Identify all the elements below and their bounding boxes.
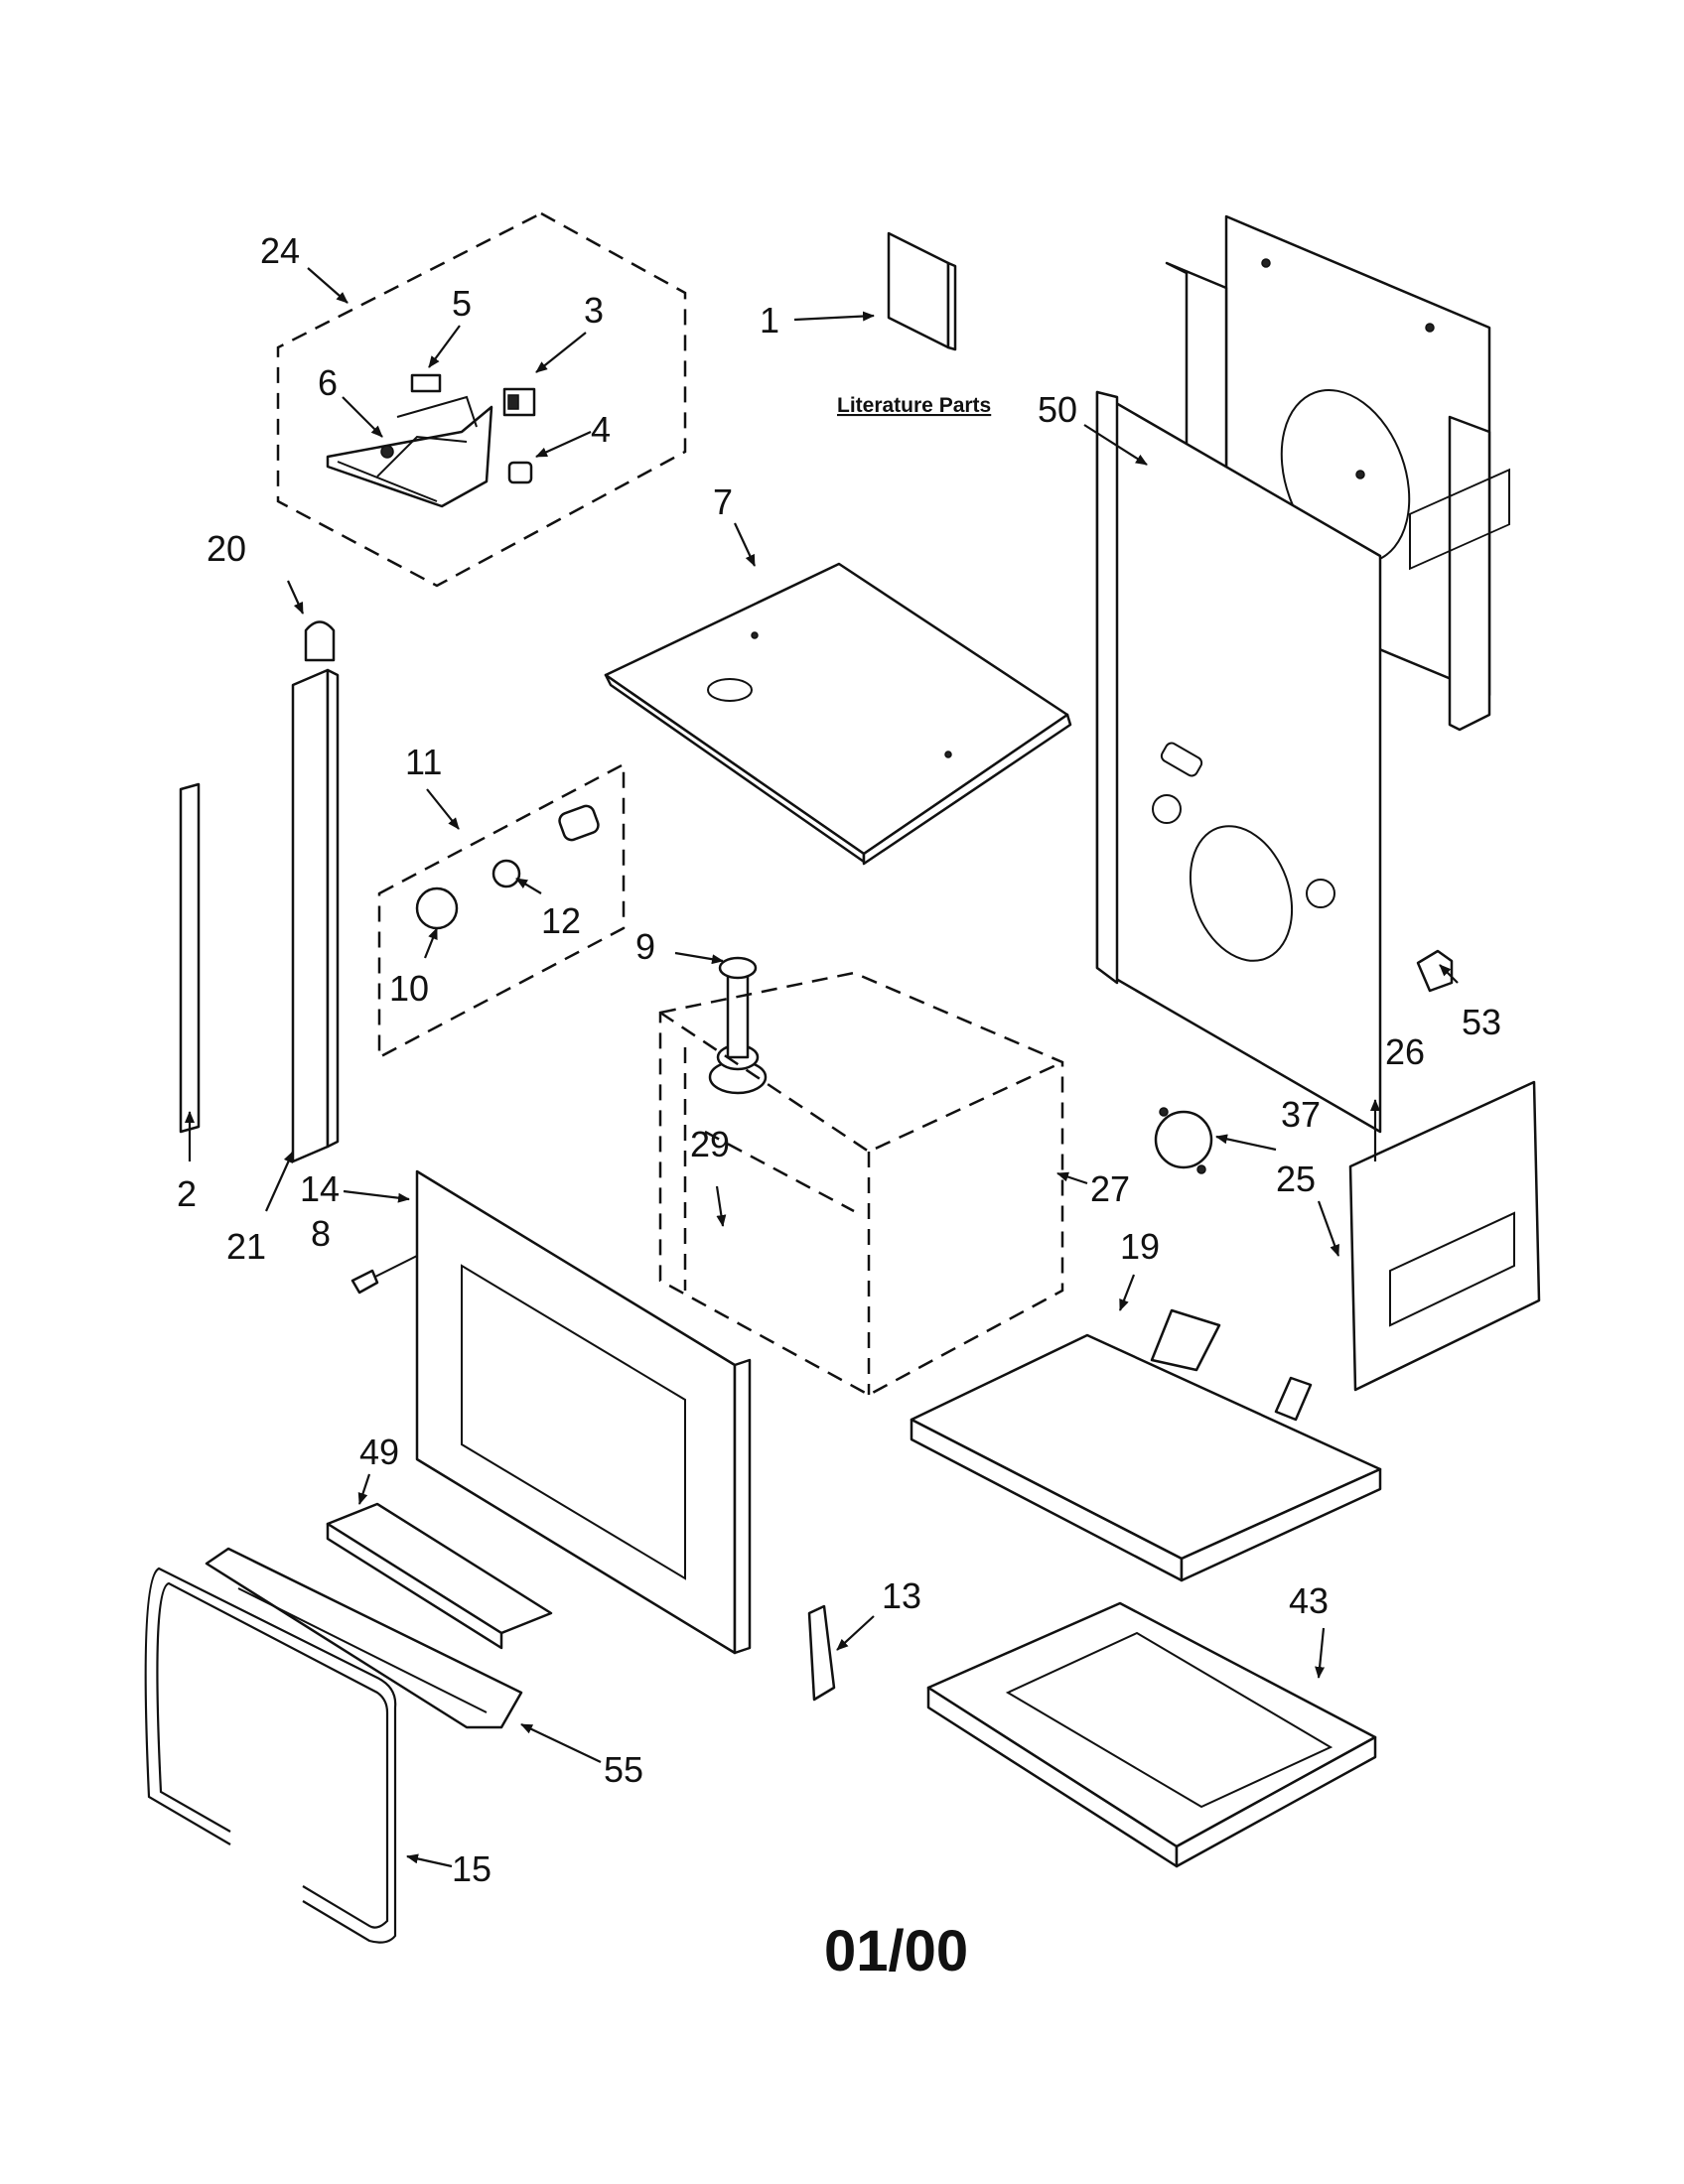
- date-code: 01/00: [824, 1919, 968, 1983]
- label-7: 7: [713, 481, 733, 522]
- label-49: 49: [359, 1432, 399, 1472]
- label-19: 19: [1120, 1226, 1160, 1267]
- part-25-side-panel: [1348, 468, 1541, 1392]
- part-55-vent-trim: [205, 1547, 523, 1729]
- label-20: 20: [207, 528, 246, 569]
- part-1-literature-booklet: [887, 231, 957, 351]
- label-9: 9: [635, 926, 655, 967]
- label-29: 29: [690, 1124, 730, 1164]
- label-1: 1: [760, 300, 779, 341]
- part-24-control-group: [276, 211, 687, 588]
- part-53-clip: [1416, 949, 1454, 993]
- label-4: 4: [591, 409, 611, 450]
- literature-parts-label: Literature Parts: [837, 394, 991, 417]
- label-24: 24: [260, 230, 300, 271]
- label-10: 10: [389, 968, 429, 1009]
- label-3: 3: [584, 290, 604, 331]
- label-13: 13: [882, 1575, 921, 1616]
- label-26: 26: [1385, 1031, 1425, 1072]
- part-14-front-frame: [415, 1169, 752, 1655]
- label-55: 55: [604, 1749, 643, 1790]
- part-27-oven-cavity: [658, 971, 1064, 1397]
- label-27: 27: [1090, 1168, 1130, 1209]
- part-2-rail: [179, 782, 201, 1134]
- part-11-knob-group: [377, 761, 626, 1060]
- label-8: 8: [311, 1213, 331, 1254]
- part-7-top-panel: [604, 562, 1072, 866]
- label-6: 6: [318, 362, 338, 403]
- part-26-inner-back-panel: [1095, 390, 1382, 1134]
- label-15: 15: [452, 1848, 491, 1889]
- label-37: 37: [1281, 1094, 1321, 1135]
- label-5: 5: [452, 283, 472, 324]
- label-53: 53: [1462, 1002, 1501, 1042]
- part-19-bottom-tray: [910, 1308, 1382, 1582]
- label-12: 12: [541, 900, 581, 941]
- label-14: 14: [300, 1168, 340, 1209]
- part-21-side-trim: [291, 668, 340, 1163]
- part-49-strip: [326, 1502, 553, 1650]
- label-2: 2: [177, 1173, 197, 1214]
- part-13-bracket: [807, 1604, 836, 1702]
- part-37-thermostat: [1154, 1107, 1213, 1174]
- leader-lines: [185, 267, 1459, 1868]
- label-25: 25: [1276, 1159, 1316, 1199]
- part-15-gasket: [144, 1567, 397, 1944]
- part-labels: 24 5 3 6 4 1 Literature Parts 50 7 20 11…: [177, 230, 1501, 1889]
- label-43: 43: [1289, 1580, 1329, 1621]
- label-21: 21: [226, 1226, 266, 1267]
- label-50: 50: [1038, 389, 1077, 430]
- part-9-selector: [708, 956, 768, 1095]
- part-20-cap: [304, 620, 336, 662]
- part-43-bottom-pan: [926, 1601, 1377, 1868]
- label-11: 11: [405, 742, 442, 782]
